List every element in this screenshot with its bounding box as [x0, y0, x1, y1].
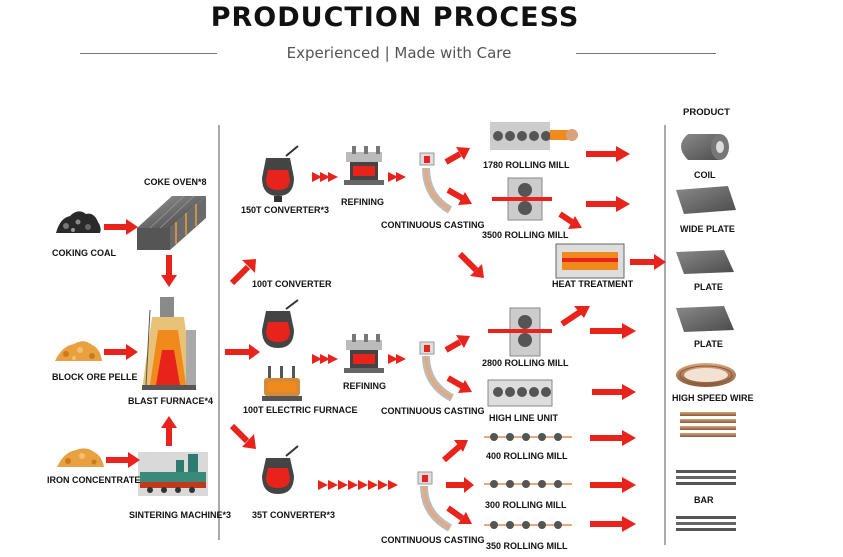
high-line-unit-icon: [487, 379, 553, 407]
converter-100t-icon: [262, 299, 299, 348]
label-mill-2800: 2800 ROLLING MILL: [482, 358, 569, 368]
bar-icon-top: [676, 470, 736, 485]
label-plate-1: PLATE: [694, 282, 723, 292]
heat-treatment-furnace-icon: [555, 243, 625, 279]
rolling-mill-400-icon: [484, 433, 572, 441]
label-iron-concentrate: IRON CONCENTRATE: [47, 475, 141, 485]
arrow-400-to-rods: [590, 430, 636, 446]
plate-2-icon: [676, 306, 734, 332]
label-plate-2: PLATE: [694, 339, 723, 349]
arrow-2800-to-plate: [590, 323, 636, 339]
plate-1-icon: [676, 250, 734, 274]
label-product-header: PRODUCT: [683, 107, 730, 118]
label-casting-top: CONTINUOUS CASTING: [381, 220, 485, 230]
arrow-350-to-bar: [590, 516, 636, 532]
arrow-converter-to-refining-mid: [312, 354, 338, 364]
iron-concentrate-pile-icon: [57, 448, 104, 467]
label-refining-mid: REFINING: [343, 381, 387, 391]
arrow-3500-to-heat: [558, 211, 582, 229]
arrow-cast-to-300: [446, 477, 474, 493]
arrow-refining-to-casting-mid: [388, 354, 406, 364]
rolling-mill-2800-icon: [488, 307, 552, 357]
continuous-casting-icon-bottom: [417, 471, 453, 532]
label-casting-bottom: CONTINUOUS CASTING: [381, 535, 485, 545]
wide-plate-icon: [676, 186, 736, 214]
arrow-furnace-to-100t: [225, 344, 260, 360]
arrow-2800-to-heat: [560, 306, 590, 327]
arrow-cast-to-highline: [446, 375, 472, 393]
arrow-cast-to-2800: [444, 335, 470, 353]
arrow-35t-to-casting: [318, 480, 398, 490]
arrow-furnace-up: [229, 259, 256, 286]
label-converter-100t: 100T CONVERTER: [252, 279, 332, 289]
rolling-mill-350-icon: [484, 521, 572, 529]
arrow-converter-to-refining-top: [312, 172, 338, 182]
converter-150t-icon: [262, 145, 299, 202]
rolling-mill-3500-icon: [492, 177, 552, 221]
label-heat-treatment: HEAT TREATMENT: [552, 279, 634, 289]
coil-icon: [681, 134, 729, 160]
label-converter-35t: 35T CONVERTER*3: [252, 510, 336, 520]
label-blast-furnace: BLAST FURNACE*4: [128, 396, 214, 406]
sintering-machine-icon: [138, 452, 208, 496]
blast-furnace-icon: [142, 297, 196, 390]
arrow-coal-to-oven: [104, 219, 138, 235]
label-block-ore: BLOCK ORE PELLE: [52, 372, 138, 382]
arrow-cast-to-350: [446, 505, 472, 524]
label-mill-400: 400 ROLLING MILL: [486, 451, 568, 461]
page-title: PRODUCTION PROCESS: [210, 2, 580, 33]
refining-icon-mid: [344, 334, 384, 373]
label-mill-1780: 1780 ROLLING MILL: [483, 160, 570, 170]
label-high-line-unit: HIGH LINE UNIT: [489, 413, 558, 423]
label-sintering-machine: SINTERING MACHINE*3: [129, 510, 232, 520]
arrow-cast-to-1780: [444, 147, 470, 165]
label-mill-350: 350 ROLLING MILL: [486, 541, 568, 551]
electric-furnace-icon: [262, 366, 302, 401]
converter-35t-icon: [262, 445, 299, 494]
label-high-speed-wire: HIGH SPEED WIRE: [672, 393, 754, 403]
label-converter-150t: 150T CONVERTER*3: [241, 205, 330, 215]
arrow-3500-to-wide-plate: [586, 196, 630, 212]
label-coke-oven: COKE OVEN*8: [144, 177, 207, 187]
arrow-refining-to-casting-top: [388, 172, 406, 182]
label-casting-mid: CONTINUOUS CASTING: [381, 406, 485, 416]
arrow-cast-to-3500: [446, 187, 472, 205]
arrow-cast-to-heat: [457, 251, 484, 278]
coking-coal-pile-icon: [56, 211, 101, 233]
arrow-furnace-down: [229, 423, 256, 449]
label-wide-plate: WIDE PLATE: [680, 224, 735, 234]
coke-oven-icon: [137, 195, 206, 250]
label-bar: BAR: [694, 495, 714, 505]
wire-rod-bars-icon: [680, 412, 736, 437]
flow-arrows: [104, 146, 666, 532]
arrow-heat-to-plate: [630, 254, 666, 270]
label-coking-coal: COKING COAL: [52, 248, 116, 258]
arrow-300-to-bar: [590, 477, 636, 493]
refining-icon-top: [344, 146, 384, 185]
title-divider-right: [576, 53, 716, 54]
block-ore-pile-icon: [55, 341, 102, 361]
high-speed-wire-icon: [676, 363, 736, 387]
continuous-casting-icon-mid: [419, 341, 455, 402]
continuous-casting-icon-top: [419, 152, 453, 214]
arrow-highline-to-wire: [592, 384, 636, 400]
arrow-cast-to-400: [442, 440, 468, 463]
rolling-mill-300-icon: [484, 480, 572, 488]
arrow-oven-to-furnace: [161, 255, 177, 287]
label-coil: COIL: [694, 170, 716, 180]
page-subtitle: Experienced | Made with Care: [286, 44, 512, 62]
arrow-sinter-to-furnace: [161, 416, 177, 446]
arrow-1780-to-coil: [586, 146, 630, 162]
arrow-ore-to-furnace: [104, 344, 138, 360]
label-mill-300: 300 ROLLING MILL: [485, 500, 567, 510]
bar-icon-bottom: [676, 516, 736, 531]
label-electric-furnace: 100T ELECTRIC FURNACE: [243, 405, 358, 415]
title-divider-left: [80, 53, 217, 54]
label-refining-top: REFINING: [341, 197, 385, 207]
rolling-mill-1780-icon: [490, 122, 578, 150]
arrow-concentrate-to-sinter: [106, 452, 140, 468]
label-mill-3500: 3500 ROLLING MILL: [482, 230, 569, 240]
